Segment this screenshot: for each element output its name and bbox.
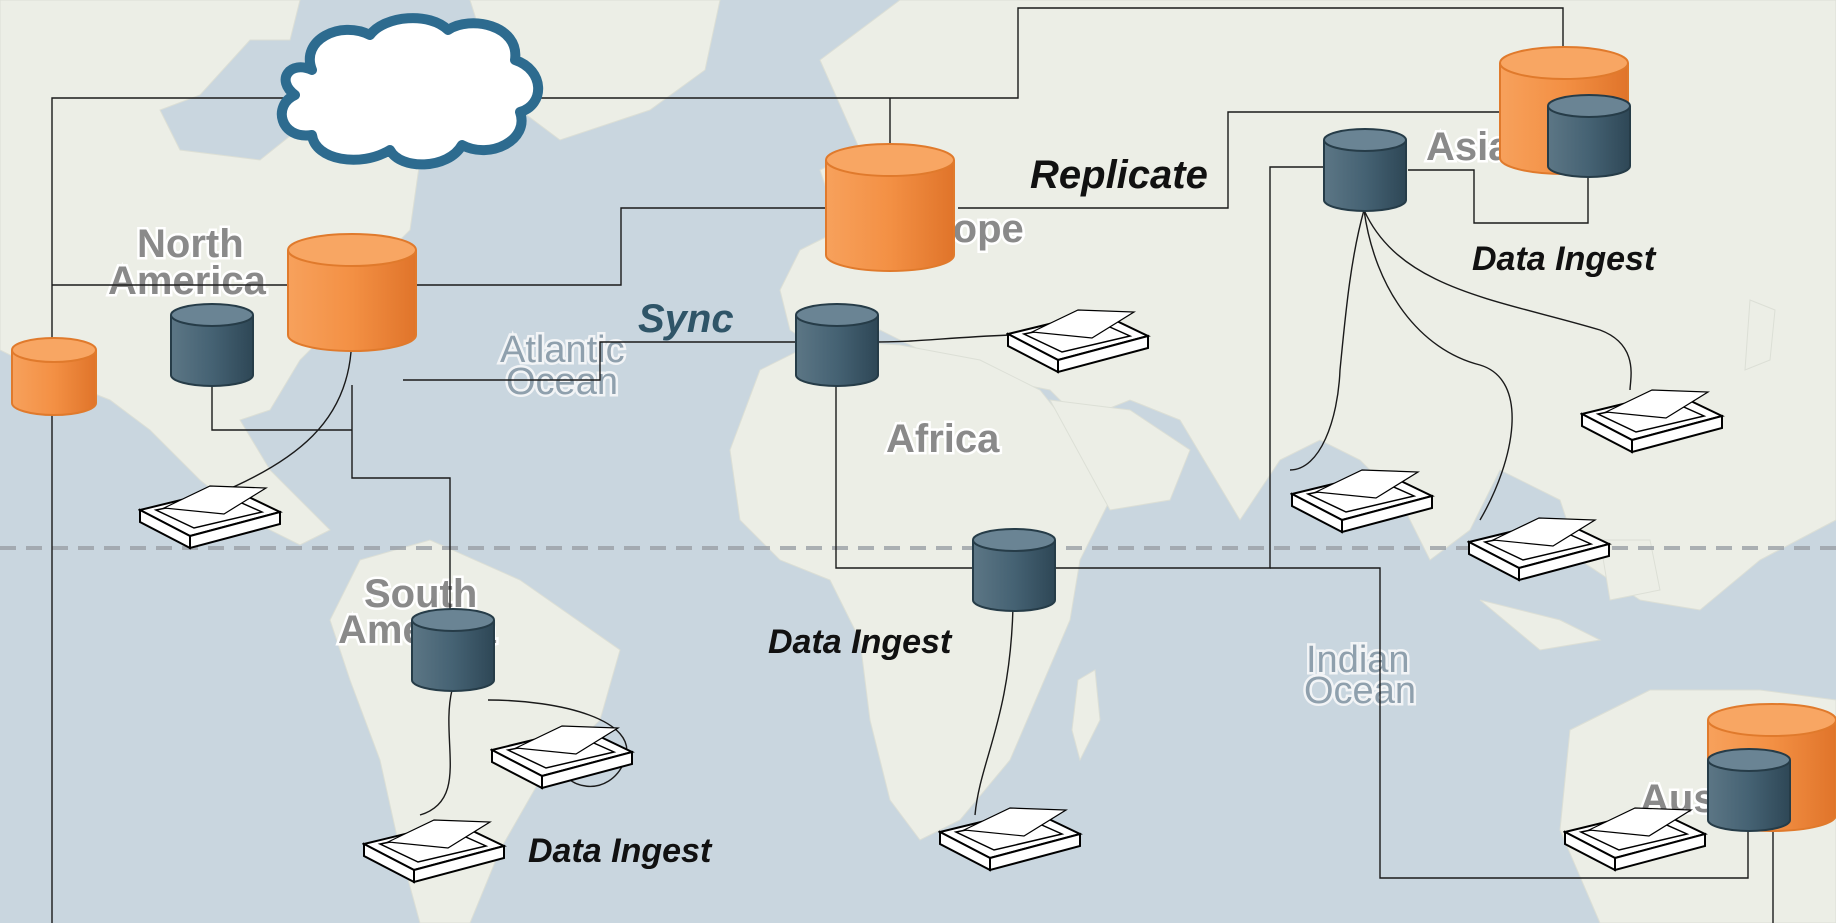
replica-db-sync-europe xyxy=(795,303,879,387)
replicate-label: Replicate xyxy=(1030,153,1208,197)
japan-land xyxy=(1744,299,1776,371)
ocean-label-indian-line1: Indian xyxy=(1306,639,1410,681)
primary-db-north-america xyxy=(287,233,417,352)
connection-lines xyxy=(51,7,1774,923)
borneo-land xyxy=(1599,539,1661,601)
link-replicate xyxy=(958,111,1510,209)
south-america-land xyxy=(329,539,621,923)
continent-label-north-america-line2: America xyxy=(108,259,267,303)
replica-db-asia xyxy=(1323,128,1407,212)
indonesia-land xyxy=(1479,599,1602,651)
sync-label: Sync xyxy=(638,297,734,341)
link-asia-to-scanner-1 xyxy=(1289,209,1365,471)
primary-db-europe xyxy=(825,143,955,272)
link-asia-to-scanner-2 xyxy=(1363,209,1513,521)
replica-db-australia xyxy=(1707,748,1791,832)
continent-label-asia: Asia xyxy=(1426,125,1511,169)
data-ingest-label-south-america: Data Ingest xyxy=(528,832,713,870)
madagascar-land xyxy=(1071,669,1101,762)
link-sync xyxy=(403,341,800,381)
link-sa-to-scanner-bottom xyxy=(419,689,453,816)
ocean-label-atlantic-line1: Atlantic xyxy=(500,329,625,371)
link-cloud-to-europe xyxy=(51,7,1564,923)
link-africa-to-scanner xyxy=(974,606,1014,816)
replica-db-asia-overlay xyxy=(1547,94,1631,178)
cloud-icon xyxy=(276,13,544,170)
link-na-to-scanner xyxy=(214,351,352,496)
arabia-land xyxy=(1049,399,1191,511)
link-asia-to-scanner-3 xyxy=(1363,209,1632,391)
data-ingest-label-asia: Data Ingest xyxy=(1472,240,1657,278)
continent-label-north-america-line1: North xyxy=(137,222,244,266)
replica-db-north-america xyxy=(170,303,254,387)
continent-label-africa: Africa xyxy=(886,417,1000,461)
link-africa-to-asia xyxy=(1050,166,1325,569)
link-asia-replica-loop xyxy=(1408,169,1589,224)
link-na-replica-down xyxy=(211,385,352,431)
africa-land xyxy=(729,339,1111,841)
link-na-to-europe-main xyxy=(410,207,830,286)
link-europe-to-scanner xyxy=(872,334,1011,343)
primary-db-west-coast xyxy=(11,337,97,416)
link-europe-replica-to-africa xyxy=(835,380,978,569)
data-ingest-label-africa: Data Ingest xyxy=(768,623,953,661)
replica-db-south-america xyxy=(411,608,495,692)
replica-db-africa xyxy=(972,528,1056,612)
ocean-label-indian-line2: Ocean xyxy=(1304,670,1416,712)
ocean-label-atlantic-line2: Ocean xyxy=(506,361,618,403)
link-africa-to-indian-ocean xyxy=(1270,567,1749,879)
link-na-to-sa xyxy=(351,385,451,612)
